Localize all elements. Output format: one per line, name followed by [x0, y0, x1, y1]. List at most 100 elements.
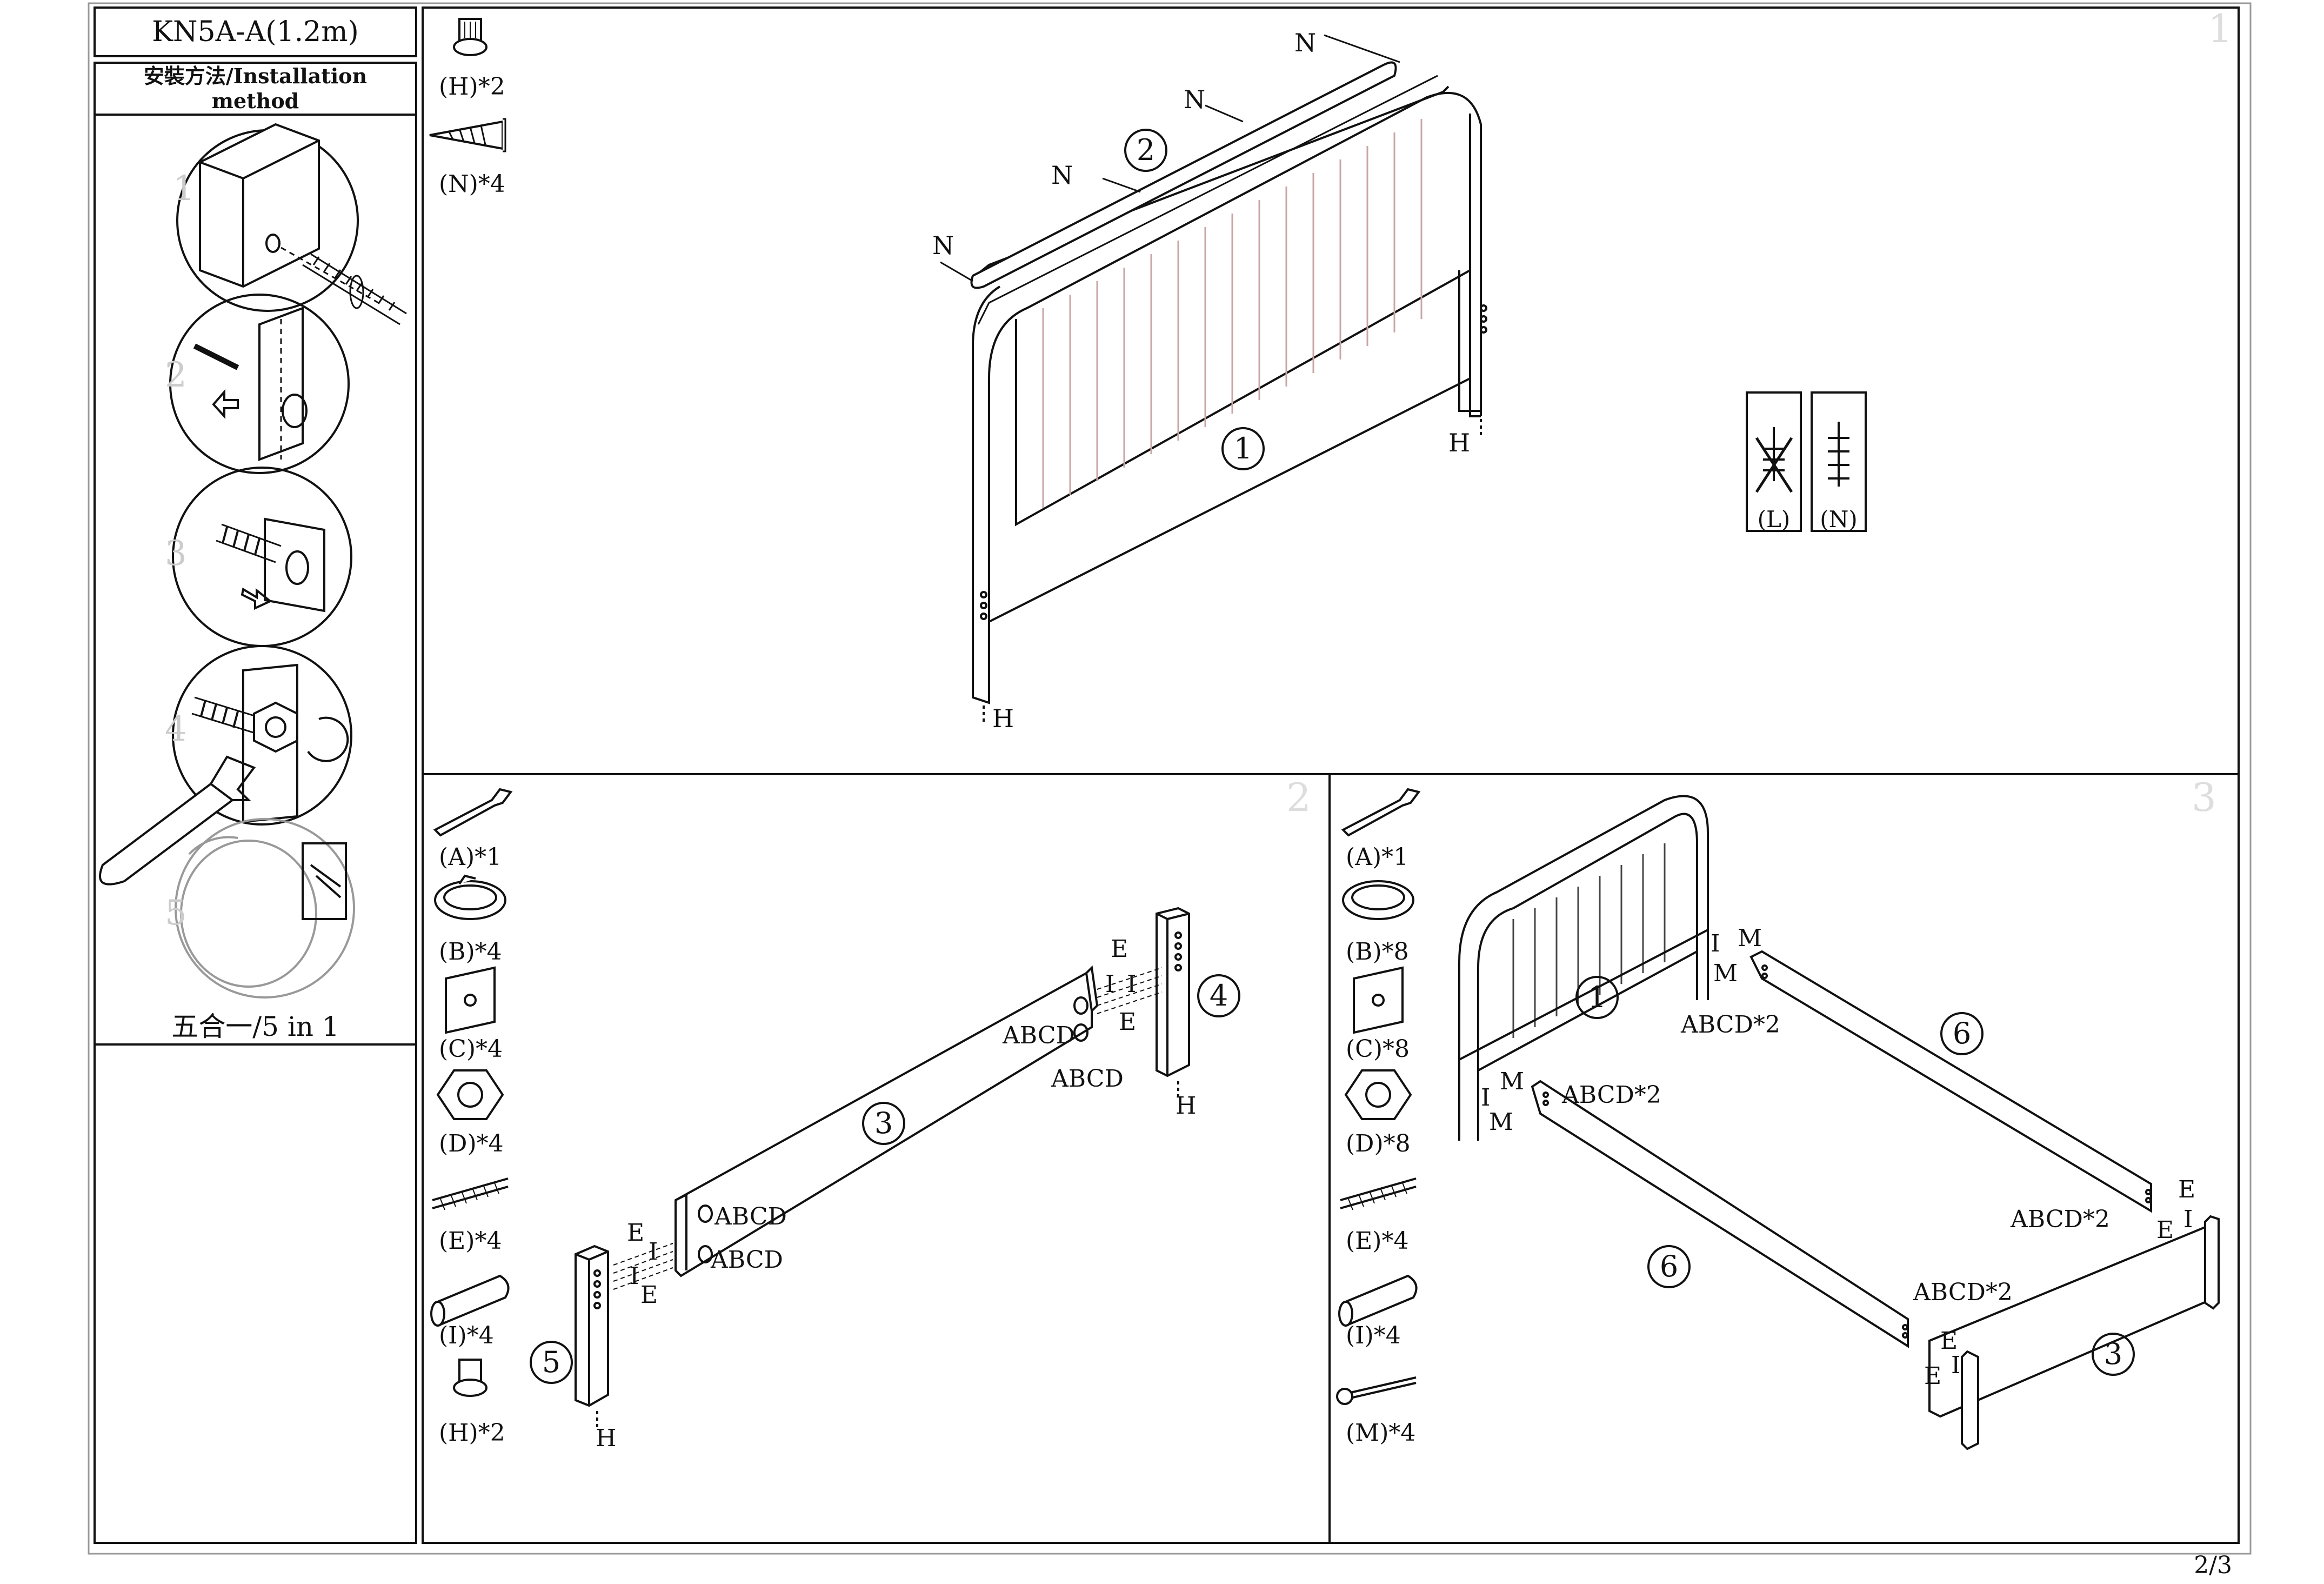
panel3-parts-icons: [1336, 788, 1421, 1405]
label-I: I: [1481, 1084, 1490, 1112]
dowel-icon: [1338, 1274, 1418, 1327]
step-numbers: 1 2 3 4 5: [165, 169, 195, 933]
panel3-part-M: (M)*4: [1346, 1419, 1415, 1447]
label-ABCD2: ABCD*2: [2010, 1206, 2110, 1233]
label-E: E: [1119, 1008, 1136, 1036]
threaded-rod-icon: [1340, 1177, 1417, 1210]
threaded-rod-icon: [432, 1177, 509, 1210]
step-number-4: 4: [165, 709, 187, 749]
part-number-2: 2: [1137, 133, 1155, 167]
step3-illustration: [172, 467, 352, 647]
model-title: KN5A-A(1.2m): [152, 16, 359, 48]
label-ABCD: ABCD: [1002, 1022, 1075, 1049]
panel2-part-I: (I)*4: [439, 1322, 494, 1349]
notes-box: [94, 1043, 417, 1544]
label-M: M: [1713, 960, 1738, 987]
label-E: E: [2178, 1176, 2195, 1203]
panel2-part-C: (C)*4: [439, 1035, 503, 1063]
panel-frames: [422, 6, 2240, 1544]
step1-illustration: [176, 123, 407, 325]
screw-L-label: (L): [1758, 506, 1791, 533]
hex-nut-icon: [1344, 1069, 1412, 1120]
panel1-parts-icons: [429, 18, 506, 152]
step2-illustration: [169, 294, 350, 474]
panel3-part-I: (I)*4: [1346, 1322, 1401, 1349]
label-I: I: [1127, 970, 1136, 998]
panel2-part-E: (E)*4: [439, 1227, 502, 1255]
panel1-number: 1: [2208, 6, 2233, 51]
bolt-icon: [453, 18, 487, 56]
label-N-2: N: [1051, 161, 1073, 190]
label-ABCD: ABCD: [710, 1246, 783, 1274]
panel3-part-B: (B)*8: [1346, 938, 1409, 966]
label-E: E: [2156, 1216, 2174, 1244]
panel2-part-H: (H)*2: [439, 1419, 505, 1447]
long-screw-icon: [1336, 1376, 1417, 1405]
panel2-part-D: (D)*4: [439, 1130, 504, 1157]
label-E: E: [1924, 1362, 1941, 1390]
part-number-6: 6: [1660, 1249, 1678, 1283]
panel3-part-A: (A)*1: [1346, 843, 1408, 871]
step-number-5: 5: [165, 893, 187, 933]
label-I: I: [630, 1262, 639, 1290]
screw-type-boxes: [1746, 391, 1867, 532]
dowel-icon: [430, 1274, 510, 1327]
label-M: M: [1489, 1108, 1513, 1136]
label-I: I: [1711, 930, 1720, 957]
label-I: I: [2183, 1206, 2193, 1233]
panel3-part-D: (D)*8: [1346, 1130, 1411, 1157]
label-ABCD: ABCD: [714, 1203, 787, 1230]
part-circles-p2: [530, 974, 1240, 1384]
step-number-3: 3: [165, 534, 187, 574]
panel2-part-labels: (A)*1 (B)*4 (C)*4 (D)*4 (E)*4 (I)*4 (H)*…: [439, 843, 505, 1447]
bed-frame-drawing: [1458, 795, 2220, 1450]
label-E: E: [627, 1219, 644, 1247]
label-H-2: H: [1448, 428, 1470, 457]
step-number-1: 1: [173, 169, 195, 209]
part-circles-p3: [1575, 976, 2135, 1376]
part-number-3: 3: [2104, 1337, 2122, 1371]
panel2-part-B: (B)*4: [439, 938, 502, 966]
panel3-part-C: (C)*8: [1346, 1035, 1410, 1063]
washer-plate-icon: [1353, 966, 1404, 1034]
label-I: I: [649, 1238, 658, 1266]
headboard-drawing: [940, 34, 1487, 724]
part-number-3: 3: [874, 1106, 893, 1140]
page-outer-border: [88, 2, 2252, 1555]
step-number-2: 2: [165, 355, 187, 395]
label-E: E: [1111, 935, 1128, 963]
part-number-5: 5: [542, 1345, 560, 1379]
wood-screw-icon: [429, 118, 506, 152]
label-ABCD2: ABCD*2: [1680, 1011, 1780, 1039]
label-I: I: [1951, 1352, 1960, 1379]
label-N-1: N: [932, 231, 954, 260]
label-ABCD2: ABCD*2: [1561, 1081, 1661, 1109]
label-M: M: [1500, 1068, 1524, 1095]
five-in-one-caption: 五合一/5 in 1: [171, 1011, 339, 1042]
label-N-3: N: [1184, 85, 1205, 114]
label-M: M: [1738, 924, 1762, 952]
panel3-part-E: (E)*4: [1346, 1227, 1408, 1255]
screw-N-label: (N): [1820, 506, 1858, 533]
label-I: I: [1105, 970, 1114, 998]
hex-nut-icon: [436, 1069, 504, 1120]
label-E: E: [1940, 1327, 1958, 1355]
page-number: 2/3: [2194, 1552, 2232, 1579]
model-title-box: [94, 6, 417, 57]
step5-illustration: [175, 818, 355, 999]
panel3-callouts: I M M ABCD*2 I M M ABCD*2 ABCD*2 E I E A…: [1481, 924, 2195, 1390]
washer-plate-icon: [445, 966, 496, 1034]
sidebar: [94, 6, 417, 1544]
step4-illustration: [99, 645, 352, 886]
panel2-part-A: (A)*1: [439, 843, 502, 871]
bolt-icon: [453, 1359, 487, 1397]
label-H: H: [1176, 1092, 1196, 1120]
panel3-part-labels: (A)*1 (B)*8 (C)*8 (D)*8 (E)*4 (I)*4 (M)*…: [1346, 843, 1415, 1447]
part-number-1: 1: [1588, 980, 1606, 1014]
part-number-1: 1: [1234, 431, 1252, 465]
part-number-6: 6: [1953, 1016, 1971, 1050]
panel1-part-label-N: (N)*4: [439, 170, 505, 198]
panel2-parts-icons: [430, 788, 513, 1397]
clip-icon: [434, 874, 506, 920]
